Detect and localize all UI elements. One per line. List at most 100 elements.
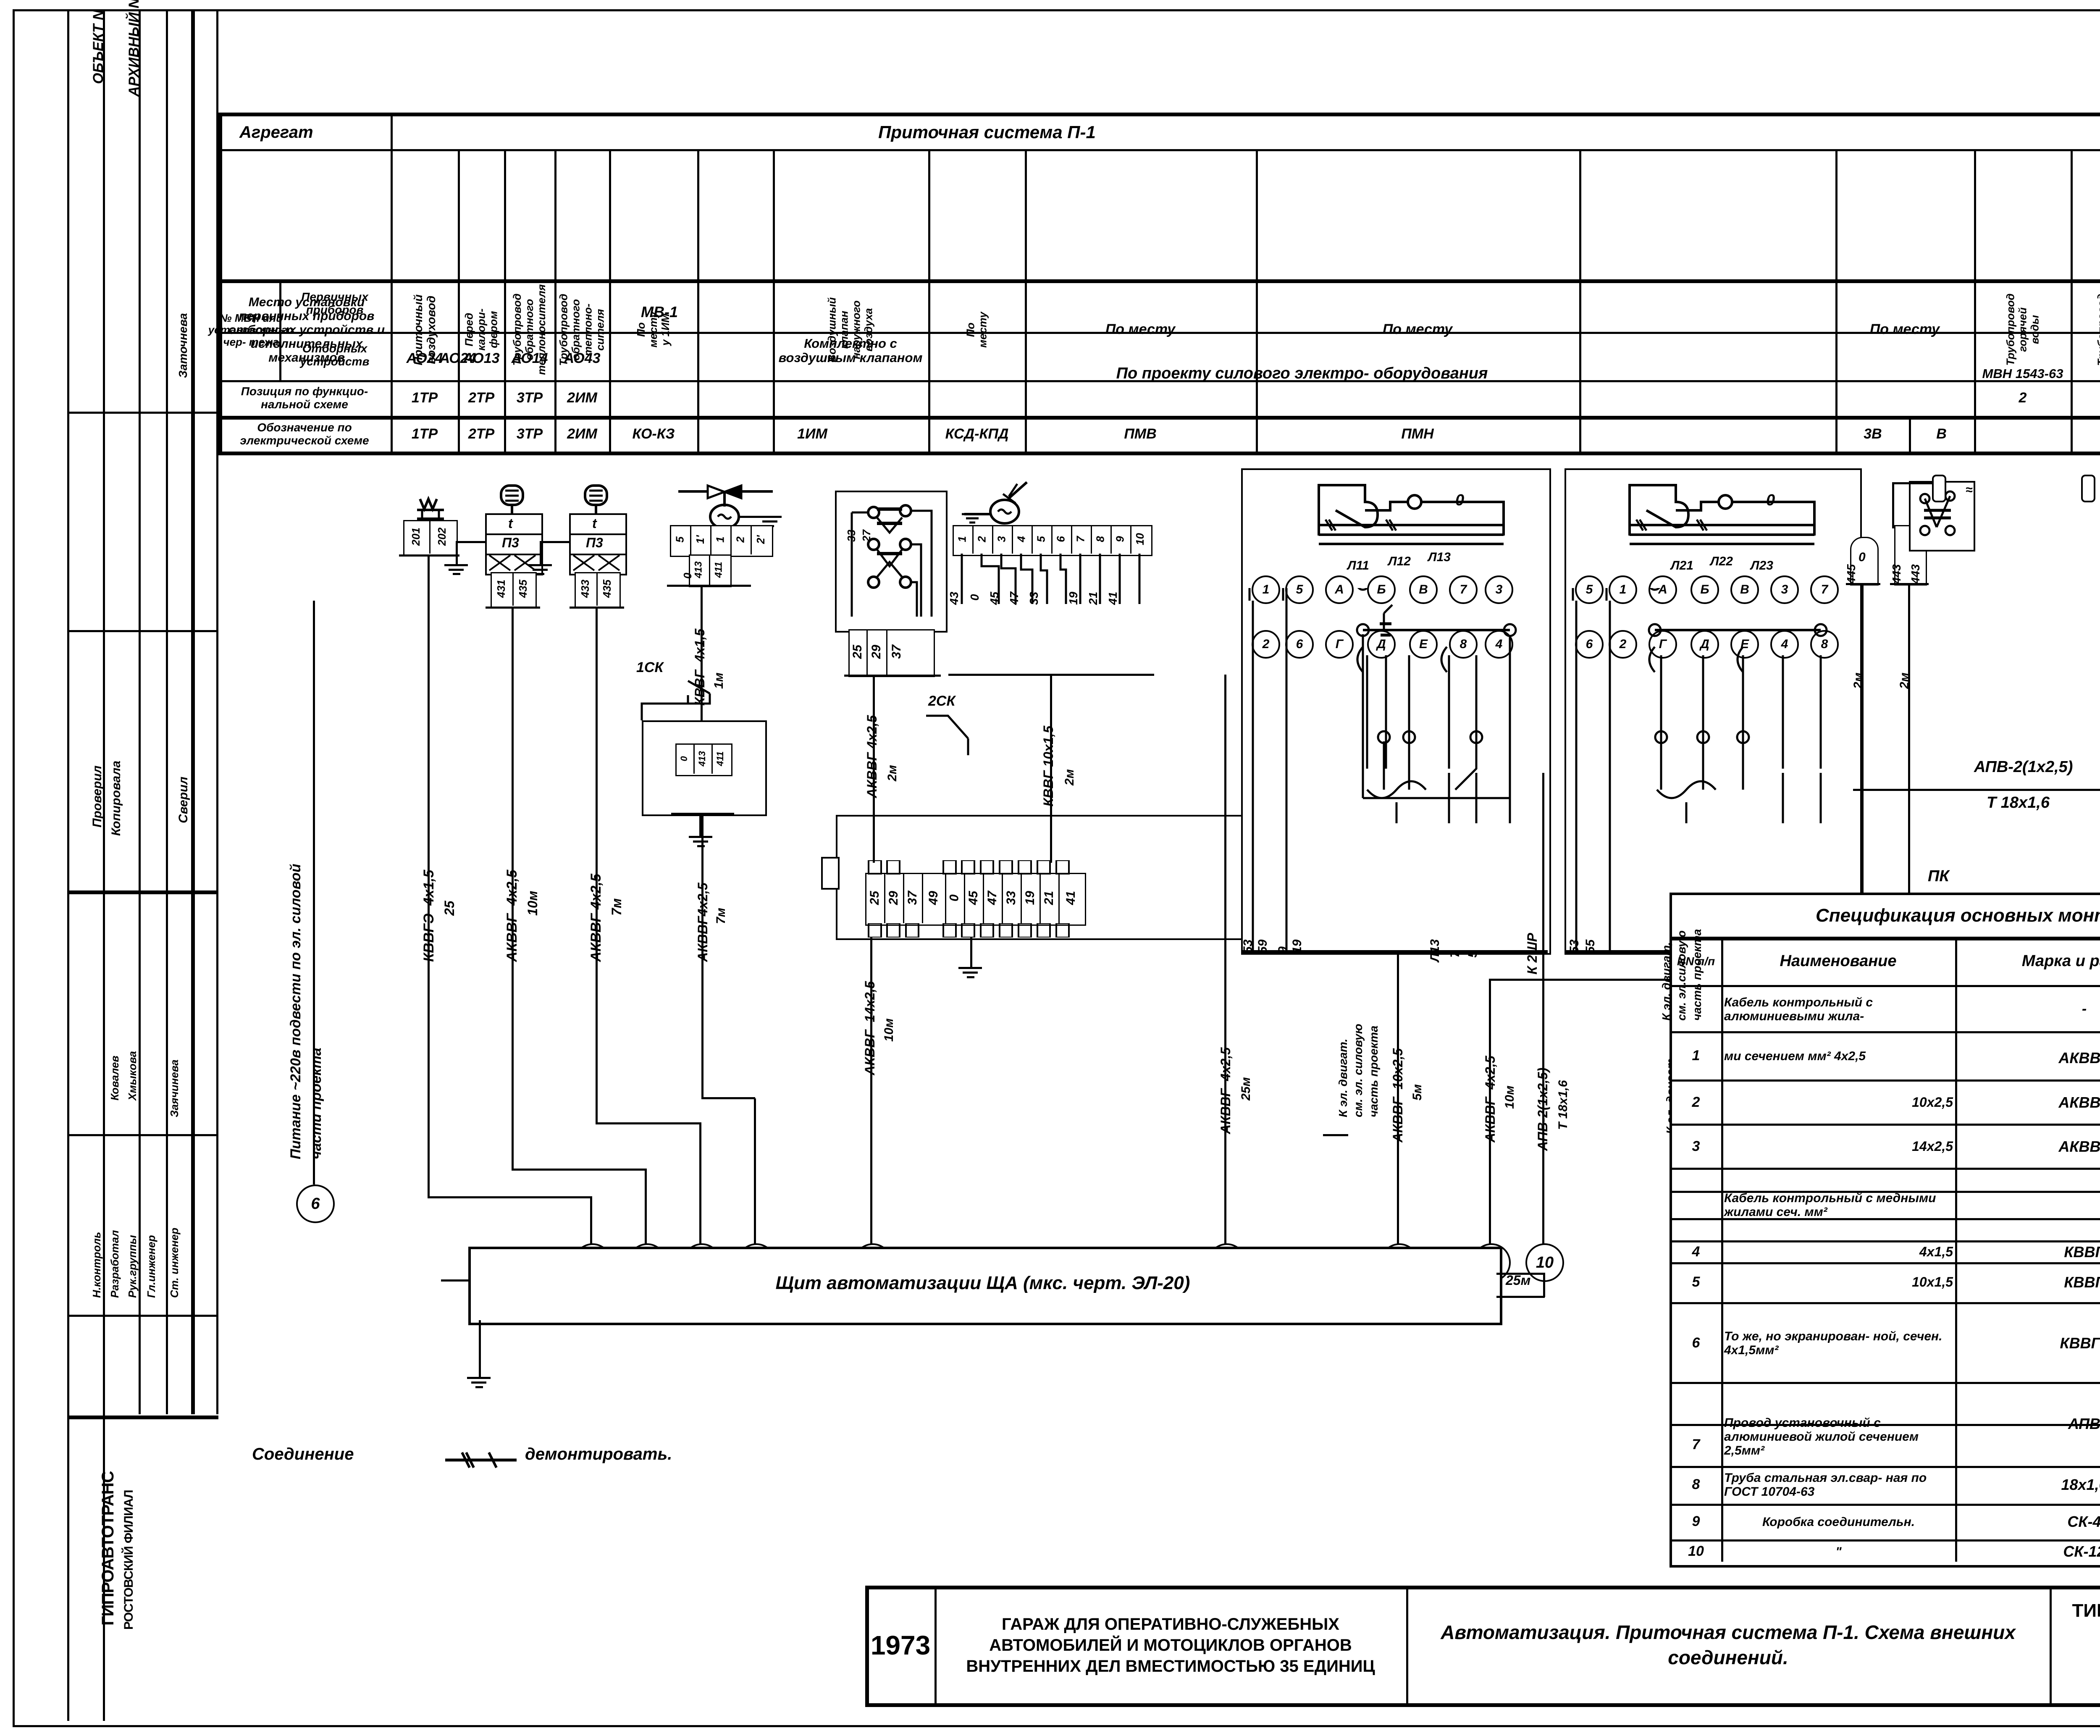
- valve-t-2: 2: [734, 536, 747, 543]
- sensor-3-p3-label: П3: [586, 535, 603, 550]
- panel-to-d10-wire: [1050, 817, 1052, 863]
- d10-cable-label: КВВГ 10х1,5: [1041, 725, 1056, 806]
- left-stamp-hline-5: [67, 1315, 218, 1317]
- panel-gnd-drop: [479, 1320, 481, 1377]
- switch-box-right-contacts: [1909, 481, 1972, 550]
- toptable-place-12: Трубопровод обратного теплоноси- теля: [2095, 294, 2100, 366]
- cable-4-down2: [754, 1098, 756, 1245]
- spec-row-div-4: [1671, 1168, 2100, 1170]
- relay-tag-L11: Л11: [1347, 559, 1369, 573]
- sensor-3-symbol: [578, 483, 615, 517]
- relay-left-lbl-0: 0: [1455, 491, 1465, 509]
- cb2-cable-line: [873, 675, 875, 817]
- mtb-lbl-37: 37: [905, 891, 919, 905]
- d10-n4: 4: [1015, 536, 1028, 543]
- panel-bottom-gnd-c: [475, 1386, 483, 1388]
- wire-label-433: 433: [579, 580, 592, 598]
- toptable-pos-11: 2: [2019, 390, 2027, 406]
- spec-row4-name: Кабель контрольный с медными жилами сеч.…: [1724, 1191, 1936, 1219]
- mtb-lbl-41: 41: [1064, 891, 1078, 905]
- jb1-lbl-411: 411: [715, 751, 726, 766]
- spec-row-div-12: [1671, 1466, 2100, 1468]
- valve-t-1: 1: [714, 536, 727, 543]
- valve-symbol: [674, 483, 779, 531]
- titleblock-object: ГАРАЖ ДЛЯ ОПЕРАТИВНО-СЛУЖЕБНЫХ АВТОМОБИЛ…: [966, 1615, 1375, 1676]
- sensor-2-t-label: t: [508, 516, 513, 531]
- cable-5-label: АКВВГ 14х2,5: [862, 981, 877, 1075]
- relay-pin-G: Г: [1325, 630, 1354, 659]
- mtb-d8: [1021, 873, 1022, 923]
- spec-row-div-11: [1671, 1424, 2100, 1426]
- titleblock-top: [865, 1586, 2100, 1589]
- jb1-gnd-line: [699, 813, 701, 836]
- apv-line-1: [1861, 583, 1864, 789]
- panel-gnd-c: [967, 976, 974, 978]
- apv-terminal-1: [1850, 537, 1879, 586]
- spec-row7-mark: КВВГэ: [2060, 1334, 2100, 1352]
- mtb-lugs-bottom: [865, 922, 1084, 940]
- cb2-bus: [844, 675, 941, 677]
- toptable-vline-c11: [1835, 149, 1838, 454]
- spec-row2-n: 2: [1692, 1094, 1700, 1111]
- relay-pin-E: Е: [1409, 630, 1438, 659]
- sheet-frame: [13, 9, 2100, 1727]
- d10-n6: 6: [1054, 536, 1067, 543]
- toptable-pos-3: 2ИМ: [567, 390, 597, 406]
- mtb-d6: [983, 873, 984, 923]
- mtb-lbl-25: 25: [867, 891, 882, 905]
- device-10-symbol: [953, 479, 1037, 536]
- org-branch: РОСТОВСКИЙ ФИЛИАЛ: [122, 1490, 136, 1630]
- panel-to-jb-wire: [873, 817, 875, 863]
- panel-extension-v: [1543, 1273, 1545, 1297]
- left-margin-divider-6: [216, 11, 218, 1414]
- switch-2ck-label: 2СК: [928, 693, 956, 709]
- cable-2-length: 10м: [525, 890, 540, 916]
- mtb-lbl-0: 0: [947, 894, 961, 902]
- relay-tag-L12: Л12: [1388, 554, 1411, 568]
- sensor-3-term-div: [596, 572, 598, 606]
- ground-symbol-3a: [528, 564, 552, 566]
- toptable-elec-9: 3В: [1864, 426, 1882, 442]
- spec-row-div-14: [1671, 1539, 2100, 1542]
- toptable-pos-2: 3ТР: [516, 390, 543, 406]
- panel-gnd-b: [963, 972, 978, 974]
- toptable-elec-10: В: [1936, 426, 1947, 442]
- titleblock-v3: [2050, 1586, 2052, 1705]
- sensor-3-gnd-lead: [540, 541, 570, 543]
- apv-pipe-label: Т 18х1,6: [1987, 794, 2050, 812]
- toptable-bottom-border: [218, 452, 2100, 455]
- toptable-elec-5: 1ИМ: [797, 426, 827, 442]
- stamp-name-zayachineva: Заячинева: [168, 1059, 181, 1117]
- spec-title-underline: [1671, 937, 2100, 940]
- spec-row-div-2: [1671, 1079, 2100, 1082]
- cable-2-bend: [512, 1169, 646, 1171]
- d10-cable-line: [1050, 674, 1052, 817]
- sensor-3-terminals: [575, 572, 621, 608]
- toptable-vline-c1: [458, 149, 460, 454]
- stamp-role-rukgruppy: Рук.группы: [126, 1235, 139, 1298]
- toptable-label-place: Место установки первичных приборов отбор…: [228, 295, 385, 365]
- cb2-td1: [866, 629, 868, 675]
- spec-row0-name: Кабель контрольный с алюминиевыми жила-: [1724, 995, 1873, 1023]
- cable-9-label: АКВВГ 4х2,5: [1483, 1056, 1498, 1143]
- left-stamp-hline-1: [67, 412, 218, 414]
- spec-row10-n: 9: [1692, 1513, 1700, 1530]
- panel-bottom-gnd-a: [467, 1377, 491, 1379]
- apv-line-2: [1908, 583, 1910, 789]
- toptable-vline-c12: [1909, 416, 1911, 454]
- toptable-mb1-underline: [391, 332, 928, 334]
- spec-row-div-6: [1671, 1218, 2100, 1220]
- d10-lbl-19: 19: [1067, 591, 1080, 605]
- spec-row1-name: ми сечением мм² 4х2,5: [1724, 1049, 1866, 1063]
- apv-2m-2: 2м: [1898, 672, 1911, 689]
- cable-4-line: [701, 813, 704, 1098]
- spec-v1: [1721, 937, 1723, 1562]
- relay2-pin-V: В: [1730, 575, 1759, 604]
- spec-header-mark: Марка и размер: [2021, 952, 2100, 970]
- toptable-elec-4: КО-КЗ: [632, 426, 675, 442]
- left-margin-divider-4: [166, 11, 168, 1414]
- spec-header-nn: NN п/п: [1677, 954, 1715, 968]
- apv-lbl-445: 445: [1845, 564, 1858, 584]
- relay-tag-L13: Л13: [1428, 550, 1451, 564]
- spec-header-name: Наименование: [1780, 952, 1897, 970]
